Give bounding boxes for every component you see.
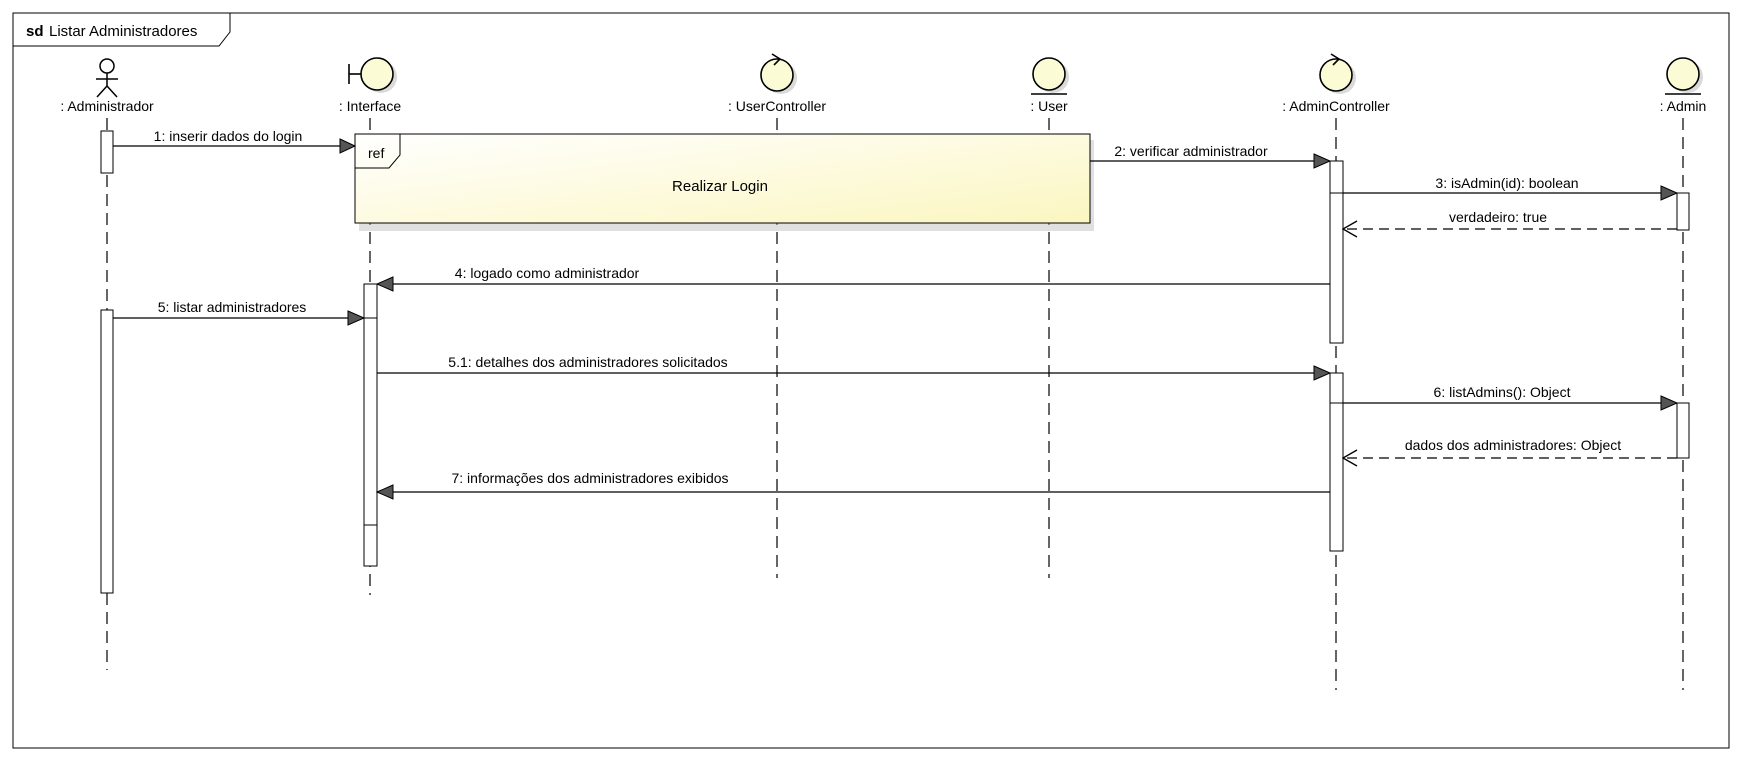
frame-border (12, 12, 1730, 749)
message-label-6: 6: listAdmins(): Object (1434, 384, 1571, 400)
actor-icon (96, 58, 118, 98)
message-label-3: 3: isAdmin(id): boolean (1435, 175, 1578, 191)
ref-interaction[interactable]: ref Realizar Login (354, 133, 1094, 231)
arrow-head-2 (1313, 153, 1332, 169)
message-label-2: 2: verificar administrador (1114, 143, 1268, 159)
frame-title: Listar Administradores (49, 23, 197, 40)
lifeline-label-usercontroller: : UserController (728, 98, 826, 114)
ref-text: Realizar Login (672, 178, 768, 195)
message-label-7: 7: informações dos administradores exibi… (451, 470, 728, 486)
message-label-5: 5: listar administradores (158, 299, 307, 315)
boundary-icon (348, 57, 397, 93)
arrow-head-4 (375, 276, 394, 292)
activation-admincontroller-1b (1329, 192, 1344, 344)
entity-icon (1031, 57, 1069, 95)
arrow-head-3 (1660, 185, 1679, 201)
message-label-1: 1: inserir dados do login (154, 128, 303, 144)
message-label-4: 4: logado como administrador (455, 265, 640, 281)
arrow-head-7 (375, 484, 394, 500)
message-label-51: 5.1: detalhes dos administradores solici… (448, 354, 727, 370)
control-icon (1319, 53, 1356, 94)
frame-keyword: sd (26, 23, 44, 40)
activation-interface-2 (363, 317, 378, 526)
arrow-head-51 (1313, 365, 1332, 381)
ref-tag: ref (368, 145, 384, 161)
reply-label-3: verdadeiro: true (1449, 209, 1547, 225)
arrow-head-6 (1660, 395, 1679, 411)
activation-admin-1 (1676, 192, 1690, 231)
arrow-head-1 (339, 138, 357, 154)
entity-icon (1665, 57, 1703, 95)
lifeline-label-user: : User (1030, 98, 1068, 114)
activation-admincontroller-2b (1329, 402, 1344, 552)
activation-administrador-2 (100, 309, 114, 594)
reply-label-6: dados dos administradores: Object (1405, 437, 1621, 453)
lifeline-label-admincontroller: : AdminController (1282, 98, 1390, 114)
control-icon (760, 53, 797, 94)
lifeline-label-administrador: : Administrador (60, 98, 154, 114)
activation-administrador-1 (100, 130, 114, 174)
reply-arrow-head-6 (1341, 449, 1358, 467)
lifeline-label-interface: : Interface (339, 98, 401, 114)
reply-arrow-head-3 (1341, 220, 1358, 238)
frame-title-tab (12, 12, 231, 47)
activation-admin-2 (1676, 402, 1690, 459)
lifeline-label-admin: : Admin (1660, 98, 1707, 114)
arrow-head-5 (347, 310, 366, 326)
